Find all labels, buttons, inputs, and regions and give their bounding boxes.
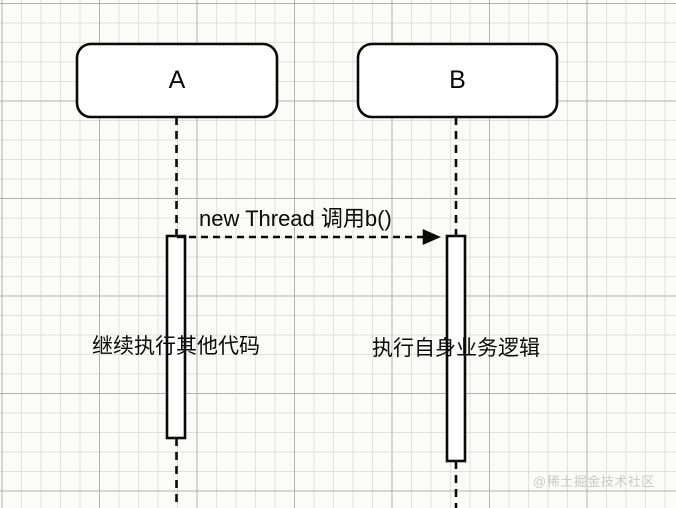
participant-label-b: B (449, 66, 466, 94)
activation-bar-b[interactable] (445, 234, 467, 463)
watermark: @稀土掘金技术社区 (533, 474, 655, 489)
note-label-b: 执行自身业务逻辑 (372, 337, 540, 360)
message-label-new-thread: new Thread 调用b() (199, 206, 392, 231)
note-label-a: 继续执行其他代码 (92, 335, 260, 358)
participant-box-b[interactable] (356, 42, 559, 119)
participant-label-a: A (168, 66, 186, 94)
activation-bar-a[interactable] (165, 234, 187, 440)
